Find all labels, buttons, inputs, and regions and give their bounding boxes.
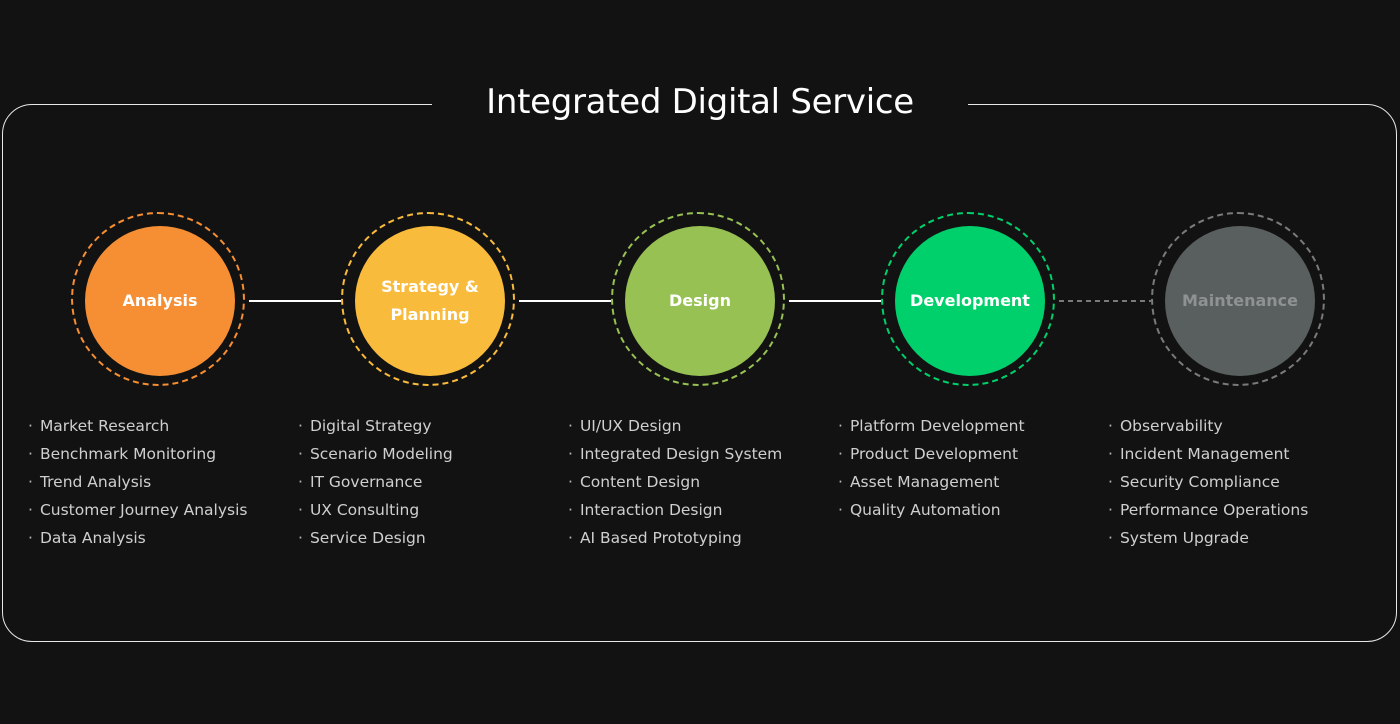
service-item: Performance Operations <box>1108 498 1308 526</box>
service-item: Service Design <box>298 526 453 554</box>
service-item: Digital Strategy <box>298 414 453 442</box>
stage-design: Design UI/UX DesignIntegrated Design Sys… <box>580 0 800 724</box>
diagram-title: Integrated Digital Service <box>486 82 914 122</box>
stage-circle: Maintenance <box>1165 226 1315 376</box>
service-list: UI/UX DesignIntegrated Design SystemCont… <box>568 414 782 554</box>
service-list: Digital StrategyScenario ModelingIT Gove… <box>298 414 453 554</box>
stage-circle: Analysis <box>85 226 235 376</box>
service-item: Scenario Modeling <box>298 442 453 470</box>
service-list: Platform DevelopmentProduct DevelopmentA… <box>838 414 1025 526</box>
stage-strategy-planning: Strategy & Planning Digital StrategyScen… <box>310 0 530 724</box>
stage-circle: Design <box>625 226 775 376</box>
stage-label: Analysis <box>122 291 198 310</box>
stage-label: Maintenance <box>1181 291 1298 310</box>
service-item: System Upgrade <box>1108 526 1308 554</box>
service-item: Incident Management <box>1108 442 1308 470</box>
stage-maintenance: Maintenance ObservabilityIncident Manage… <box>1120 0 1340 724</box>
service-item: Market Research <box>28 414 247 442</box>
dashed-ring <box>341 212 515 386</box>
service-item: Platform Development <box>838 414 1025 442</box>
dashed-ring <box>881 212 1055 386</box>
service-item: Interaction Design <box>568 498 782 526</box>
stage-label: Design <box>669 291 731 310</box>
service-item: UX Consulting <box>298 498 453 526</box>
stage-label: Development <box>910 291 1030 310</box>
service-item: AI Based Prototyping <box>568 526 782 554</box>
service-list: Market ResearchBenchmark MonitoringTrend… <box>28 414 248 554</box>
stage-label: Strategy & Planning <box>381 277 479 324</box>
service-item: Trend Analysis <box>28 470 247 498</box>
dashed-ring <box>611 212 785 386</box>
service-item: Quality Automation <box>838 498 1025 526</box>
dashed-ring <box>1151 212 1325 386</box>
service-item: Benchmark Monitoring <box>28 442 247 470</box>
service-list: ObservabilityIncident ManagementSecurity… <box>1108 414 1308 554</box>
stage-circle: Development <box>895 226 1045 376</box>
service-item: Customer Journey Analysis <box>28 498 248 526</box>
service-item: Asset Management <box>838 470 1025 498</box>
dashed-ring <box>71 212 245 386</box>
service-item: Integrated Design System <box>568 442 782 470</box>
stage-analysis: Analysis Market ResearchBenchmark Monito… <box>40 0 260 724</box>
service-item: Security Compliance <box>1108 470 1308 498</box>
stage-development: Development Platform DevelopmentProduct … <box>850 0 1070 724</box>
service-item: IT Governance <box>298 470 453 498</box>
service-item: Observability <box>1108 414 1308 442</box>
service-item: Content Design <box>568 470 782 498</box>
service-item: Product Development <box>838 442 1025 470</box>
service-item: UI/UX Design <box>568 414 782 442</box>
stage-circle: Strategy & Planning <box>355 226 505 376</box>
service-item: Data Analysis <box>28 526 247 554</box>
